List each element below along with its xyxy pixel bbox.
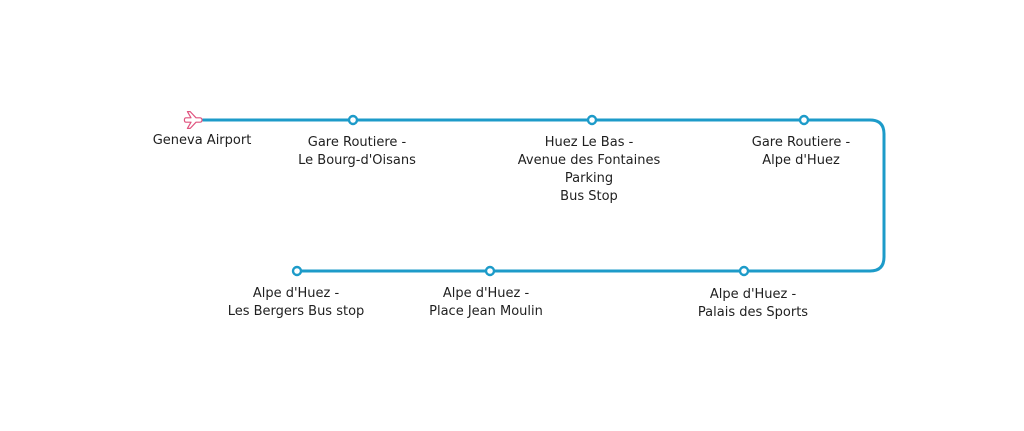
stop-markers (291, 114, 810, 277)
stop-label-line: Alpe d'Huez - (252, 286, 340, 301)
stop-label-gare-routiere-bourg-doisans: Gare Routiere - Le Bourg-d'Oisans (298, 134, 416, 170)
stop-label-line: Gare Routiere - (307, 135, 407, 150)
stop-label-line: Huez Le Bas - (544, 135, 634, 150)
stop-label-line: Alpe d'Huez - (709, 287, 797, 302)
stop-label-les-bergers: Alpe d'Huez - Les Bergers Bus stop (228, 285, 365, 321)
stop-label-line: Avenue des Fontaines (517, 153, 661, 168)
stop-label-line: Place Jean Moulin (429, 304, 543, 319)
airplane-icon (183, 111, 203, 129)
stop-label-line: Geneva Airport (152, 133, 252, 148)
stop-label-line: Les Bergers Bus stop (227, 304, 365, 319)
stop-marker (484, 265, 496, 277)
stop-label-geneva-airport: Geneva Airport (153, 132, 252, 150)
stop-marker (291, 265, 303, 277)
stop-label-line: Alpe d'Huez - (442, 286, 530, 301)
stop-label-line: Gare Routiere - (751, 135, 851, 150)
stop-label-line: Le Bourg-d'Oisans (298, 153, 416, 168)
stop-label-line: Alpe d'Huez (762, 153, 840, 168)
stop-label-gare-routiere-alpe-dhuez: Gare Routiere - Alpe d'Huez (752, 134, 850, 170)
stop-label-huez-le-bas: Huez Le Bas - Avenue des Fontaines Parki… (518, 134, 660, 206)
stop-label-line: Parking (564, 171, 614, 186)
stop-marker (798, 114, 810, 126)
stop-label-line: Bus Stop (560, 189, 618, 204)
stop-marker (586, 114, 598, 126)
stop-marker (347, 114, 359, 126)
stop-marker (738, 265, 750, 277)
stop-label-line: Palais des Sports (697, 305, 809, 320)
stop-label-palais-des-sports: Alpe d'Huez - Palais des Sports (698, 286, 808, 322)
stop-label-place-jean-moulin: Alpe d'Huez - Place Jean Moulin (429, 285, 543, 321)
route-line (201, 118, 886, 273)
